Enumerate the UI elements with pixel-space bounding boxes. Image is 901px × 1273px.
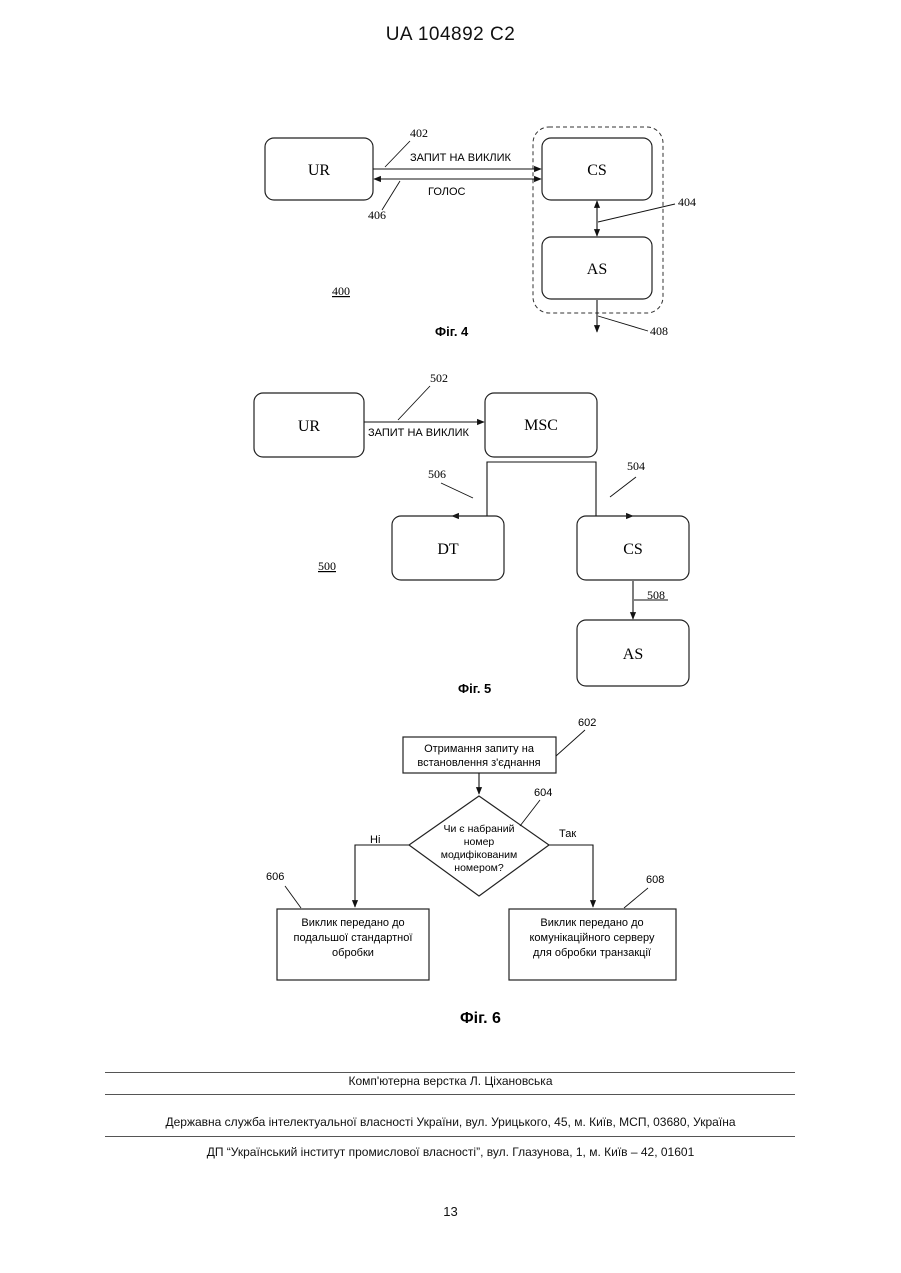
footer-typesetting: Комп'ютерна верстка Л. Ціхановська	[0, 1074, 901, 1088]
fig4-as-label: AS	[587, 261, 607, 278]
figure-4: UR CS AS ЗАПИТ НА ВИКЛИК ГОЛОС 402 406 4…	[265, 126, 696, 339]
fig6-server-line1: Виклик передано до	[540, 917, 643, 929]
fig4-ur-label: UR	[308, 162, 331, 179]
fig4-cs-label: CS	[587, 162, 607, 179]
page-number: 13	[0, 1204, 901, 1219]
footer-rule-middle	[105, 1094, 795, 1095]
footer-institute: ДП “Український інститут промислової вла…	[0, 1145, 901, 1159]
fig6-decision-line1: Чи є набраний	[444, 823, 515, 835]
fig5-request-label: ЗАПИТ НА ВИКЛИК	[368, 427, 470, 439]
fig6-branch-yes-label: Так	[559, 828, 576, 840]
fig4-request-label: ЗАПИТ НА ВИКЛИК	[410, 152, 512, 164]
figure-6: Отримання запиту на встановлення з'єднан…	[266, 717, 676, 1027]
fig6-server-line2: комунікаційного серверу	[529, 932, 655, 944]
fig6-yes-branch	[549, 845, 593, 907]
fig6-decision-line4: номером?	[454, 862, 504, 874]
fig5-ur-label: UR	[298, 418, 321, 435]
fig5-msc-label: MSC	[524, 417, 558, 434]
footer-rule-bottom	[105, 1136, 795, 1137]
fig5-ref-506: 506	[428, 467, 446, 481]
fig6-caption: Фіг. 6	[460, 1010, 501, 1027]
fig5-as-label: AS	[623, 646, 643, 663]
fig4-ref-404: 404	[678, 195, 696, 209]
fig6-ref-602: 602	[578, 717, 596, 729]
fig6-receive-line2: встановлення з'єднання	[417, 757, 540, 769]
fig6-standard-line3: обробки	[332, 947, 374, 959]
fig4-dashed-group	[533, 127, 663, 313]
fig5-cs-label: CS	[623, 541, 643, 558]
fig4-ref-label: 400	[332, 284, 350, 298]
figure-5: UR MSC ЗАПИТ НА ВИКЛИК 502 506 504 DT CS…	[254, 371, 689, 696]
footer-rule-top	[105, 1072, 795, 1073]
fig6-decision-line3: модифікованим	[441, 849, 518, 861]
fig4-ref-402: 402	[410, 126, 428, 140]
fig6-ref-608: 608	[646, 874, 664, 886]
fig6-receive-line1: Отримання запиту на	[424, 743, 535, 755]
fig5-ref-label: 500	[318, 559, 336, 573]
fig6-server-line3: для обробки транзакції	[533, 947, 651, 959]
fig6-ref-606: 606	[266, 871, 284, 883]
fig5-caption: Фіг. 5	[458, 681, 491, 696]
fig6-ref-604: 604	[534, 787, 552, 799]
fig6-no-branch	[355, 845, 409, 907]
fig5-ref-508: 508	[647, 588, 665, 602]
fig4-ref-406: 406	[368, 208, 386, 222]
fig4-caption: Фіг. 4	[435, 324, 469, 339]
fig5-dt-label: DT	[437, 541, 459, 558]
fig5-ref-504: 504	[627, 459, 645, 473]
fig5-ref-502: 502	[430, 371, 448, 385]
fig6-decision-line2: номер	[464, 836, 495, 848]
fig6-branch-no-label: Ні	[370, 834, 380, 846]
fig4-voice-label: ГОЛОС	[428, 186, 466, 198]
fig6-standard-line1: Виклик передано до	[301, 917, 404, 929]
fig5-branch-line	[487, 462, 596, 516]
fig6-standard-line2: подальшої стандартної	[294, 932, 413, 944]
fig4-ref-408: 408	[650, 324, 668, 338]
footer-agency: Державна служба інтелектуальної власност…	[0, 1115, 901, 1129]
